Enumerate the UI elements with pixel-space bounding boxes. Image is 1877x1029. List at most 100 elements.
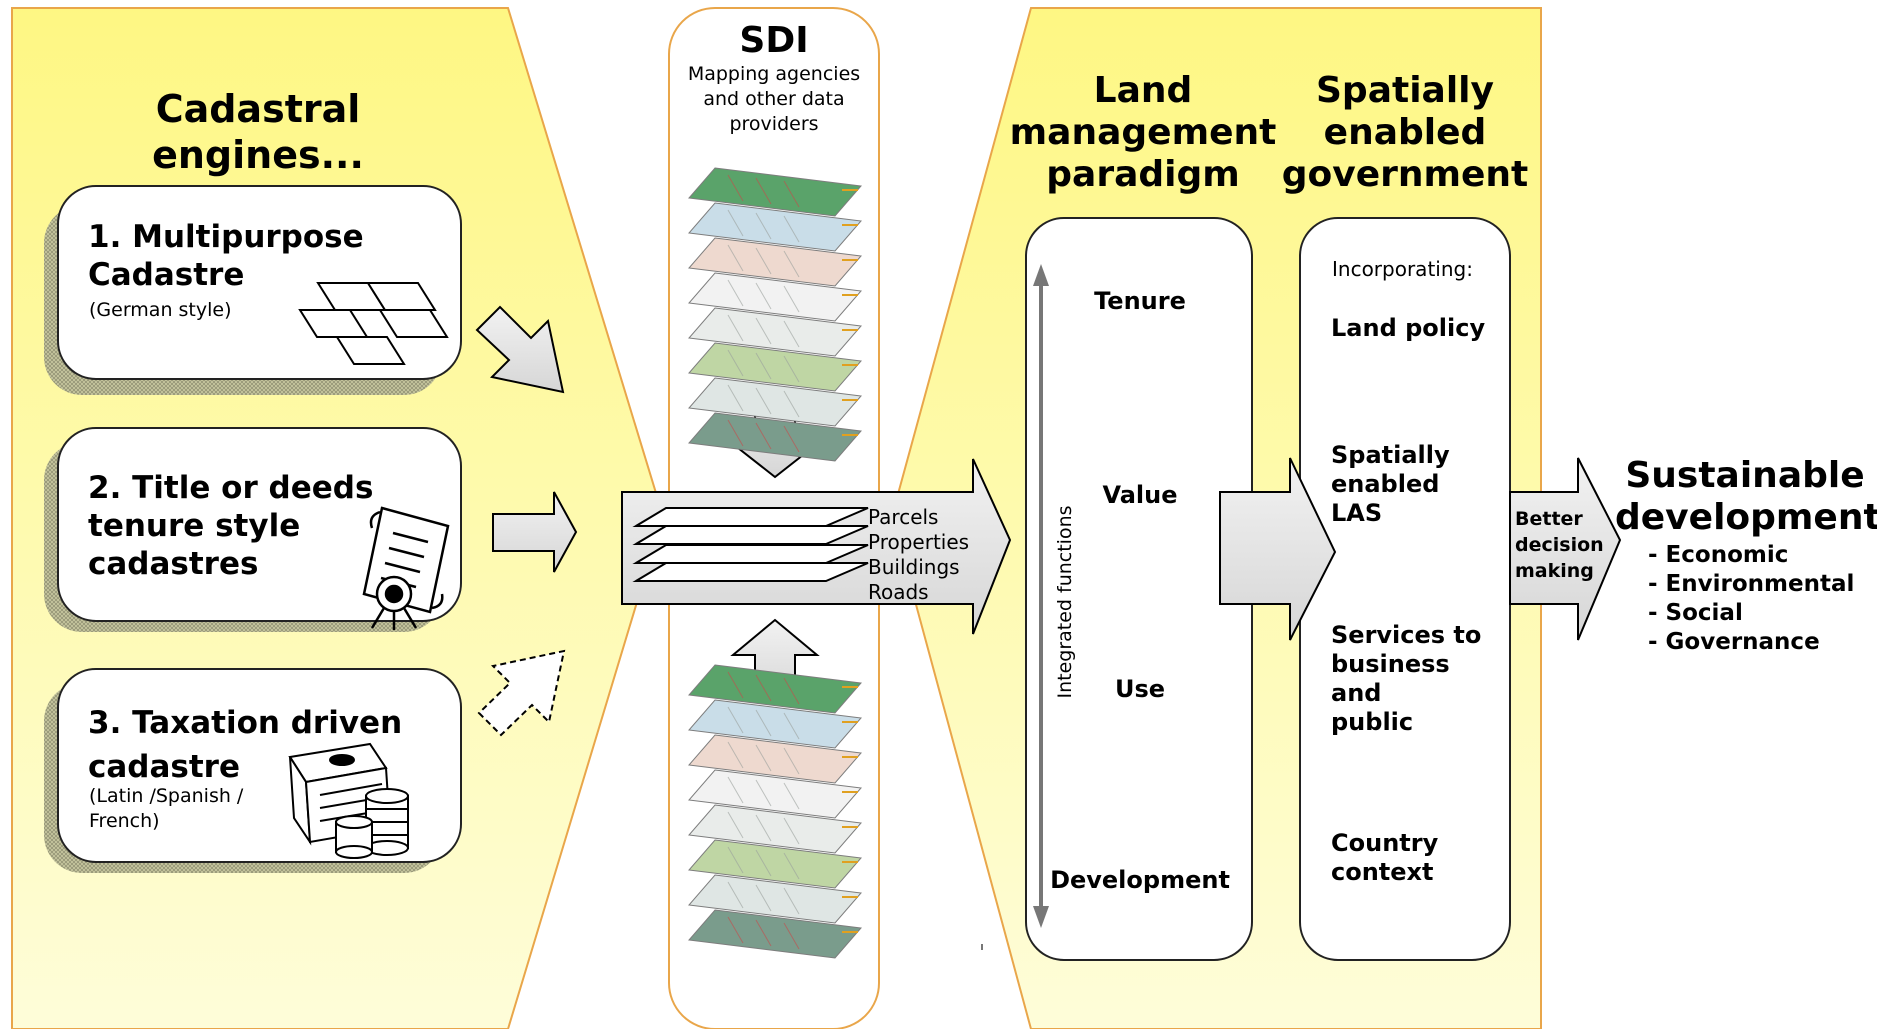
map-texture bbox=[727, 811, 744, 839]
map-sheet bbox=[688, 377, 862, 427]
gov-item-land-policy: Land policy bbox=[1331, 314, 1485, 343]
gov-item-line: enabled bbox=[1331, 470, 1440, 498]
card1-sub: (German style) bbox=[89, 298, 232, 323]
sust-item: - Environmental bbox=[1648, 571, 1855, 597]
map-texture bbox=[755, 919, 772, 947]
map-texture bbox=[783, 782, 800, 810]
map-texture bbox=[727, 846, 744, 874]
map-sheet bbox=[688, 342, 862, 392]
map-texture bbox=[727, 314, 744, 342]
gov-item-line: and bbox=[1331, 679, 1382, 707]
card3-sub2: French) bbox=[89, 810, 160, 832]
map-sheet bbox=[688, 839, 862, 889]
map-texture bbox=[755, 674, 772, 702]
cadastral-title-line2: engines... bbox=[152, 133, 364, 177]
map-sheet bbox=[688, 412, 862, 462]
map-texture bbox=[727, 881, 744, 909]
integrated-functions-arrow bbox=[1033, 264, 1049, 928]
map-texture bbox=[755, 779, 772, 807]
gov-item-line: LAS bbox=[1331, 499, 1383, 527]
layers-stack-icon bbox=[632, 507, 869, 582]
map-texture bbox=[727, 244, 744, 272]
map-texture bbox=[783, 250, 800, 278]
map-texture bbox=[783, 817, 800, 845]
map-sheet bbox=[688, 237, 862, 287]
map-texture bbox=[755, 212, 772, 240]
lm-item-use: Use bbox=[1114, 675, 1166, 703]
sust-item: - Governance bbox=[1648, 629, 1820, 655]
map-texture bbox=[783, 180, 800, 208]
gov-item-line: Services to bbox=[1331, 621, 1482, 649]
map-texture bbox=[755, 814, 772, 842]
map-sheet bbox=[688, 909, 862, 959]
gov-item-line: context bbox=[1331, 858, 1434, 886]
map-texture bbox=[755, 849, 772, 877]
card2-line3: cadastres bbox=[88, 546, 259, 582]
map-texture bbox=[727, 174, 744, 202]
map-texture bbox=[727, 741, 744, 769]
card2-title: 2. Title or deeds tenure style cadastres bbox=[88, 469, 373, 583]
card3-line2: cadastre bbox=[88, 749, 240, 785]
gov-item-country-context: Country context bbox=[1331, 829, 1438, 887]
map-texture bbox=[727, 706, 744, 734]
lm-item-tenure: Tenure bbox=[1094, 287, 1186, 315]
map-texture bbox=[755, 352, 772, 380]
map-sheet bbox=[688, 874, 862, 924]
map-texture bbox=[755, 317, 772, 345]
card3-sub: (Latin /Spanish / French) bbox=[89, 784, 243, 834]
sdi-subtitle-line1: Mapping agencies bbox=[687, 63, 861, 85]
lm-title-line2: management bbox=[1009, 112, 1277, 153]
map-sheet bbox=[688, 664, 862, 714]
map-texture bbox=[755, 387, 772, 415]
arrow-paradigm-to-government bbox=[1219, 457, 1337, 641]
map-texture bbox=[783, 390, 800, 418]
map-texture bbox=[783, 922, 800, 950]
map-texture bbox=[755, 247, 772, 275]
map-texture bbox=[727, 384, 744, 412]
money-icon bbox=[288, 742, 409, 859]
map-texture bbox=[727, 349, 744, 377]
map-texture bbox=[783, 425, 800, 453]
layer-label: Buildings bbox=[868, 555, 960, 579]
sdi-header: SDI Mapping agencies and other data prov… bbox=[669, 20, 879, 137]
map-texture bbox=[755, 884, 772, 912]
decision-line: Better bbox=[1515, 508, 1583, 530]
cadastral-title-line1: Cadastral bbox=[155, 87, 361, 131]
sust-item: - Economic bbox=[1648, 542, 1789, 568]
card-title-deeds bbox=[57, 427, 462, 622]
card3-line1: 3. Taxation driven bbox=[88, 705, 403, 741]
decision-line: making bbox=[1515, 560, 1594, 582]
land-management-title: Land management paradigm bbox=[1008, 70, 1278, 196]
card1-sub1: (German style) bbox=[89, 299, 232, 321]
map-sheet bbox=[688, 699, 862, 749]
layer-label: Roads bbox=[868, 580, 929, 604]
decision-line: decision bbox=[1515, 534, 1604, 556]
parcel-grid-icon bbox=[298, 282, 449, 365]
card3-sub1: (Latin /Spanish / bbox=[89, 785, 244, 807]
sustainable-items: - Economic - Environmental - Social - Go… bbox=[1648, 541, 1854, 657]
map-texture bbox=[727, 916, 744, 944]
map-texture bbox=[783, 712, 800, 740]
card3-title: 3. Taxation driven cadastre bbox=[88, 701, 402, 789]
map-texture bbox=[755, 177, 772, 205]
gov-item-line: public bbox=[1331, 708, 1414, 736]
card2-line1: 2. Title or deeds bbox=[88, 470, 374, 506]
layer-labels: Parcels Properties Buildings Roads bbox=[868, 505, 969, 605]
map-texture bbox=[755, 709, 772, 737]
map-texture bbox=[727, 209, 744, 237]
gov-item-line: Country bbox=[1331, 829, 1439, 857]
arrow-title-deeds bbox=[492, 491, 578, 573]
sust-item: - Social bbox=[1648, 600, 1743, 626]
gov-intro: Incorporating: bbox=[1332, 257, 1473, 281]
layer-label: Properties bbox=[868, 530, 970, 554]
card1-title: 1. Multipurpose Cadastre bbox=[88, 218, 364, 294]
map-sheet bbox=[688, 804, 862, 854]
sdi-subtitle-line2: and other data bbox=[703, 88, 845, 110]
gov-item-spatially-enabled-las: Spatially enabled LAS bbox=[1331, 441, 1450, 528]
lm-title-line1: Land bbox=[1093, 70, 1193, 111]
map-sheet bbox=[688, 734, 862, 784]
map-texture bbox=[755, 744, 772, 772]
sdi-subtitle-line3: providers bbox=[729, 113, 819, 135]
government-title: Spatially enabled government bbox=[1275, 70, 1535, 196]
